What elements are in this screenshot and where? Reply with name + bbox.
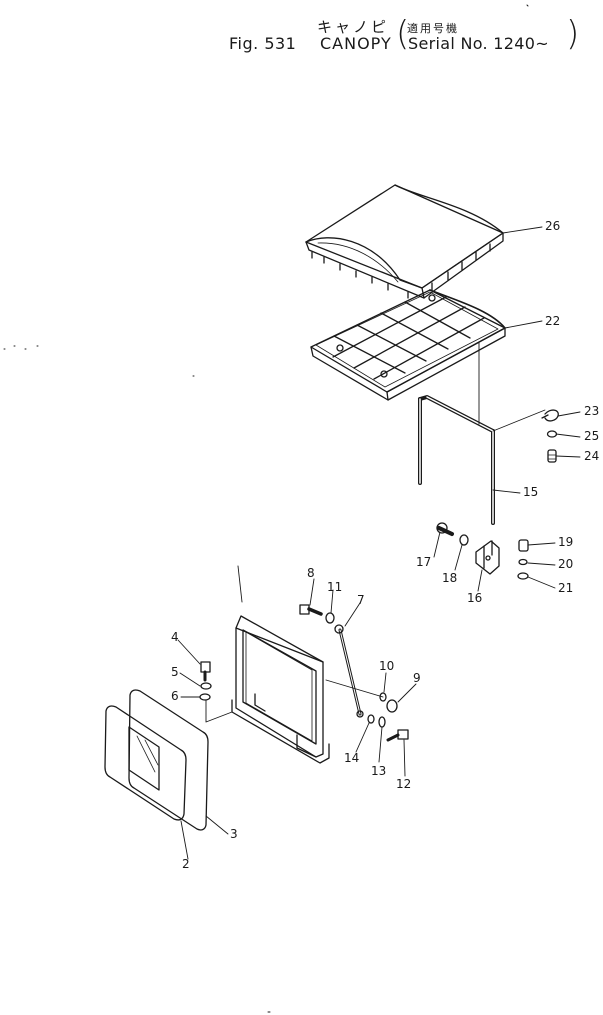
title-english: CANOPY [320, 34, 392, 53]
callout-4: 4 [171, 630, 179, 644]
callout-23: 23 [584, 404, 599, 418]
callout-25: 25 [584, 429, 599, 443]
callout-6: 6 [171, 689, 179, 703]
callout-19: 19 [558, 535, 573, 549]
callout-24: 24 [584, 449, 599, 463]
callout-21: 21 [558, 581, 573, 595]
support-rod [334, 624, 364, 718]
canopy-grid-frame [310, 289, 506, 401]
callout-14: 14 [344, 751, 359, 765]
callout-13: 13 [371, 764, 386, 778]
figure-label: Fig. 531 [229, 34, 297, 53]
callout-20: 20 [558, 557, 573, 571]
callout-16: 16 [467, 591, 482, 605]
hinge-bracket [436, 522, 529, 580]
leader-lines [177, 226, 581, 860]
callout-8: 8 [307, 566, 315, 580]
serial-japanese: 適用号機 [407, 22, 459, 35]
serial-english: Serial No. 1240~ [408, 34, 549, 53]
bracket-right: ) [566, 14, 580, 54]
callout-11: 11 [327, 580, 342, 594]
callout-labels: 26 22 23 25 24 15 19 20 21 17 18 16 8 11… [171, 219, 599, 871]
callout-2: 2 [182, 857, 190, 871]
window-glass [104, 705, 187, 821]
callout-9: 9 [413, 671, 421, 685]
callout-18: 18 [442, 571, 457, 585]
callout-12: 12 [396, 777, 411, 791]
callout-15: 15 [523, 485, 538, 499]
callout-5: 5 [171, 665, 179, 679]
window-frame [231, 565, 330, 764]
title-japanese: キャノピ [317, 18, 390, 36]
window-seal [128, 689, 209, 831]
bracket-left: ( [396, 14, 410, 54]
callout-3: 3 [230, 827, 238, 841]
stray-marks [3, 4, 529, 1013]
bolt-washer-upper [299, 604, 335, 624]
bolt-washer-lower [325, 679, 409, 742]
callout-22: 22 [545, 314, 560, 328]
bolt-washer-left [199, 661, 233, 723]
canopy-roof [305, 184, 504, 299]
callout-10: 10 [379, 659, 394, 673]
clamp-hardware [492, 409, 559, 463]
tube-frame [418, 342, 495, 525]
callout-26: 26 [545, 219, 560, 233]
callout-17: 17 [416, 555, 431, 569]
callout-7: 7 [357, 593, 365, 607]
